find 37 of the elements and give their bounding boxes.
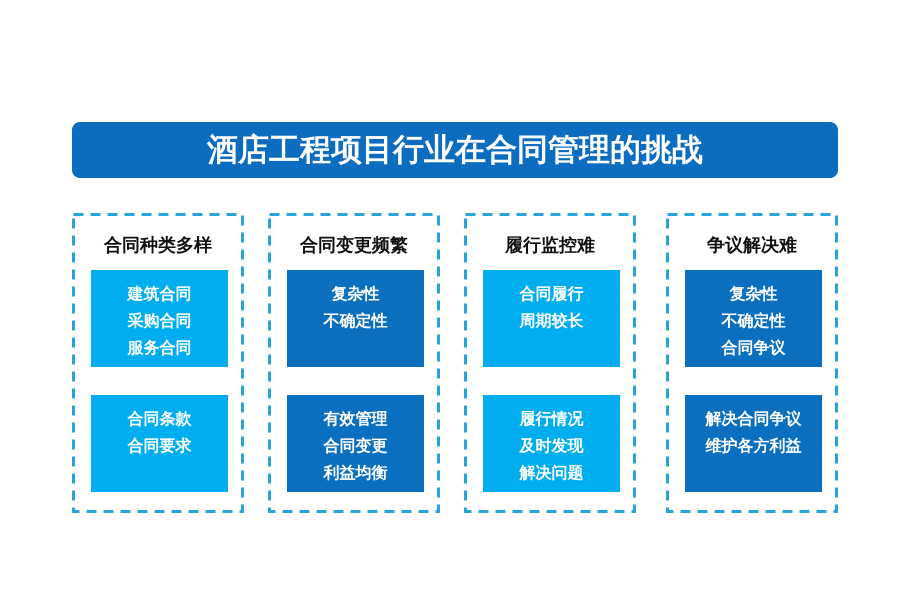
box-text: 服务合同 xyxy=(128,337,192,359)
group-heading: 合同种类多样 xyxy=(102,234,213,257)
box-text: 解决问题 xyxy=(520,462,584,484)
dashed-group-frame xyxy=(72,213,244,513)
content-box xyxy=(483,270,620,367)
box-text: 不确定性 xyxy=(324,310,388,332)
group-heading: 合同变更频繁 xyxy=(298,234,409,257)
content-box xyxy=(287,270,424,367)
content-box xyxy=(685,270,822,367)
group-heading: 争议解决难 xyxy=(706,234,798,257)
box-text: 合同条款 xyxy=(128,408,192,430)
content-box xyxy=(91,270,228,367)
box-text: 建筑合同 xyxy=(128,283,192,305)
box-text: 合同要求 xyxy=(128,435,192,457)
content-box xyxy=(483,395,620,492)
box-text: 不确定性 xyxy=(722,310,786,332)
box-text: 复杂性 xyxy=(730,283,778,305)
box-text: 合同履行 xyxy=(520,283,584,305)
box-text: 履行情况 xyxy=(520,408,584,430)
content-box xyxy=(287,395,424,492)
box-text: 采购合同 xyxy=(128,310,192,332)
box-text: 及时发现 xyxy=(520,435,584,457)
group-heading: 履行监控难 xyxy=(504,234,596,257)
dashed-group-frame xyxy=(464,213,636,513)
content-box xyxy=(685,395,822,492)
box-text: 有效管理 xyxy=(324,408,388,430)
title-banner: 酒店工程项目行业在合同管理的挑战 xyxy=(72,122,838,178)
box-text: 周期较长 xyxy=(520,310,584,332)
dashed-group-frame xyxy=(666,213,838,513)
dashed-group-frame xyxy=(268,213,440,513)
box-text: 解决合同争议 xyxy=(706,408,802,430)
content-box xyxy=(91,395,228,492)
box-text: 维护各方利益 xyxy=(706,435,802,457)
box-text: 合同争议 xyxy=(722,337,786,359)
box-text: 复杂性 xyxy=(332,283,380,305)
box-text: 利益均衡 xyxy=(324,462,388,484)
box-text: 合同变更 xyxy=(324,435,388,457)
